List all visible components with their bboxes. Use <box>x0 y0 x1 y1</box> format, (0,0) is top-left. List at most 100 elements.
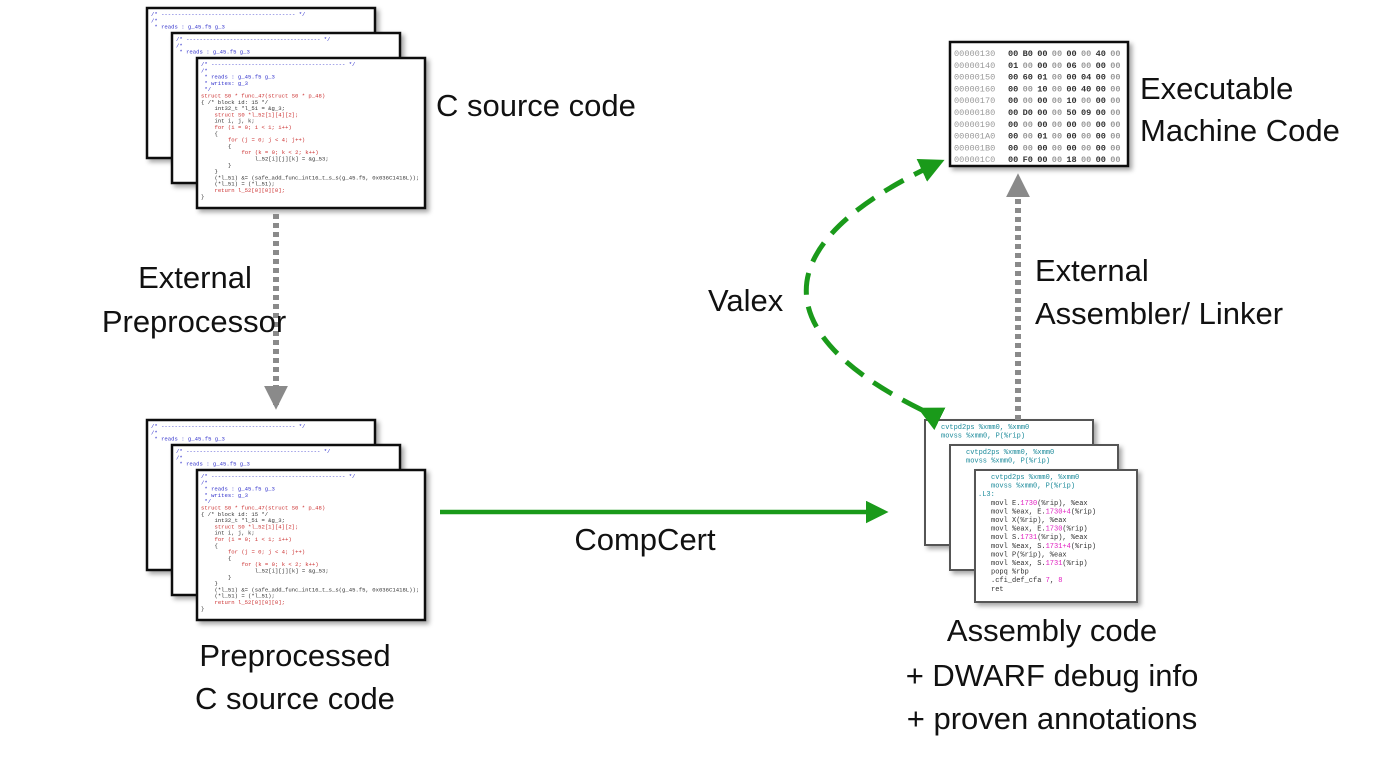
hex-byte: 10 <box>1066 96 1076 106</box>
valex-arrow <box>804 158 946 431</box>
hex-address: 000001C0 <box>954 155 995 165</box>
assembly-line: cvtpd2ps %xmm0, %xmm0 <box>941 424 1029 432</box>
assembly-line: cvtpd2ps %xmm0, %xmm0 <box>991 474 1079 482</box>
hex-byte: 00 <box>1023 61 1033 71</box>
hex-byte: 00 <box>1008 143 1018 153</box>
hex-byte: 00 <box>1066 73 1076 83</box>
hex-byte: 00 <box>1052 61 1062 71</box>
code-line: struct S0 *l_52[1][4][2]; <box>214 523 298 530</box>
hex-byte: 00 <box>1008 108 1018 118</box>
hex-byte: 00 <box>1081 49 1091 59</box>
hex-byte: 00 <box>1081 120 1091 130</box>
hex-byte: 00 <box>1110 49 1120 59</box>
hex-byte: 60 <box>1023 73 1033 83</box>
code-line: for (i = 0; i < 1; i++) <box>214 536 291 543</box>
code-line: * reads : g_45.f5 g_3 <box>204 74 275 81</box>
external-preprocessor-label-1: External <box>138 260 252 295</box>
hex-byte: 00 <box>1023 96 1033 106</box>
code-line: { <box>214 542 217 549</box>
code-line: { <box>228 555 231 562</box>
code-line: * writes: g_3 <box>204 492 248 499</box>
hex-byte: 00 <box>1037 61 1047 71</box>
hex-byte: 00 <box>1052 96 1062 106</box>
code-line: * writes: g_3 <box>204 80 248 87</box>
assembly-line: movl S.1731(%rip), %eax <box>991 534 1088 542</box>
hex-byte: 00 <box>1110 132 1120 142</box>
preprocessed-label-1: Preprocessed <box>199 638 390 673</box>
code-line: /* -------------------------------------… <box>176 448 331 455</box>
assembly-line: movl X(%rip), %eax <box>991 517 1067 525</box>
code-line: /* <box>176 454 183 461</box>
hex-byte: 00 <box>1066 120 1076 130</box>
code-line: * reads : g_45.f5 g_3 <box>179 461 250 468</box>
hex-byte: 00 <box>1096 120 1106 130</box>
code-line: for (j = 0; j < 4; j++) <box>228 549 305 556</box>
code-line: /* <box>201 479 208 486</box>
code-line: * reads : g_45.f5 g_3 <box>204 486 275 493</box>
hex-byte: 06 <box>1066 61 1076 71</box>
hex-byte: 00 <box>1081 61 1091 71</box>
hex-address: 00000150 <box>954 73 995 83</box>
hex-byte: 00 <box>1037 143 1047 153</box>
hex-byte: 40 <box>1081 84 1091 94</box>
assembly-page <box>974 469 1138 603</box>
code-line: return l_52[0][0][0]; <box>214 187 284 194</box>
hex-byte: 00 <box>1052 120 1062 130</box>
hex-byte: 00 <box>1008 84 1018 94</box>
code-line: (*l_51) &= (safe_add_func_int16_t_s_s(g_… <box>214 586 419 593</box>
hex-byte: F0 <box>1023 155 1033 165</box>
hex-byte: 00 <box>1052 84 1062 94</box>
hex-byte: 00 <box>1096 108 1106 118</box>
hex-byte: 00 <box>1081 132 1091 142</box>
hex-byte: 00 <box>1008 49 1018 59</box>
hex-byte: 50 <box>1066 108 1076 118</box>
hex-byte: 18 <box>1066 155 1076 165</box>
code-line: for (k = 0; k < 2; k++) <box>241 149 318 156</box>
code-line: /* <box>151 17 158 24</box>
code-line: l_52[i][j][k] = &g_53; <box>255 156 329 163</box>
hex-byte: 00 <box>1096 132 1106 142</box>
c-source-stack: /* -------------------------------------… <box>145 6 427 210</box>
code-line: int32_t *l_51 = &g_3; <box>214 105 284 112</box>
code-line: /* -------------------------------------… <box>176 36 331 43</box>
code-line: struct S0 *l_52[1][4][2]; <box>214 111 298 118</box>
code-line: * reads : g_45.f5 g_3 <box>154 436 225 443</box>
hex-byte: 01 <box>1037 73 1047 83</box>
hex-byte: 00 <box>1023 143 1033 153</box>
code-line: * reads : g_45.f5 g_3 <box>154 24 225 31</box>
hex-byte: 40 <box>1096 49 1106 59</box>
code-line: int32_t *l_51 = &g_3; <box>214 517 284 524</box>
hex-byte: 00 <box>1066 132 1076 142</box>
code-line: */ <box>204 86 211 93</box>
hex-byte: 00 <box>1066 84 1076 94</box>
hex-byte: 00 <box>1008 96 1018 106</box>
code-line: */ <box>204 498 211 505</box>
hex-byte: 00 <box>1081 143 1091 153</box>
hex-byte: 00 <box>1110 108 1120 118</box>
hex-byte: 00 <box>1066 49 1076 59</box>
code-line: } <box>201 193 204 200</box>
executable-label-2: Machine Code <box>1140 113 1340 148</box>
code-line: for (k = 0; k < 2; k++) <box>241 561 318 568</box>
preprocessed-label-2: C source code <box>195 681 395 716</box>
code-line: /* <box>201 67 208 74</box>
code-line: } <box>201 605 204 612</box>
hex-byte: 00 <box>1037 49 1047 59</box>
hex-byte: 00 <box>1037 120 1047 130</box>
code-line: /* -------------------------------------… <box>151 11 306 18</box>
code-line: (*l_51) &= (safe_add_func_int16_t_s_s(g_… <box>214 174 419 181</box>
hex-byte: 00 <box>1110 84 1120 94</box>
external-assembler-label-1: External <box>1035 253 1149 288</box>
code-line: * reads : g_45.f5 g_3 <box>179 49 250 56</box>
hex-address: 00000170 <box>954 96 995 106</box>
hex-byte: 00 <box>1008 155 1018 165</box>
hex-byte: B0 <box>1023 49 1033 59</box>
assembly-line: movl %eax, E.1730(%rip) <box>991 526 1088 534</box>
hex-byte: 00 <box>1037 155 1047 165</box>
assembly-line: cvtpd2ps %xmm0, %xmm0 <box>966 449 1054 457</box>
hex-byte: 00 <box>1052 73 1062 83</box>
code-line: /* <box>151 429 158 436</box>
external-assembler-label-2: Assembler/ Linker <box>1035 296 1283 331</box>
